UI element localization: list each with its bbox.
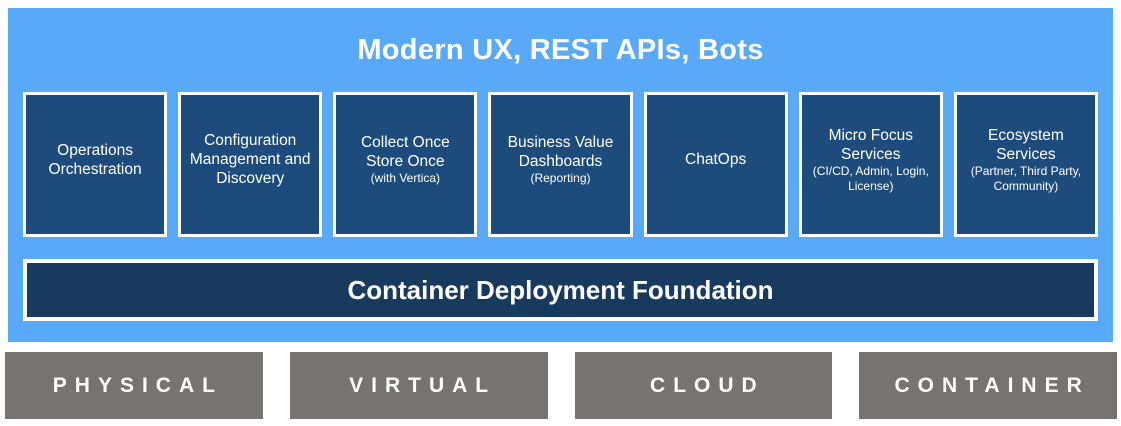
capability-row: Operations Orchestration Configuration M…	[23, 92, 1098, 237]
infrastructure-row: PHYSICAL VIRTUAL CLOUD CONTAINER	[5, 352, 1117, 419]
platform-container: Modern UX, REST APIs, Bots Operations Or…	[8, 8, 1113, 342]
capability-box-business-value-dashboards: Business Value Dashboards (Reporting)	[488, 92, 633, 237]
capability-box-operations-orchestration: Operations Orchestration	[23, 92, 168, 237]
capability-label: Collect Once Store Once	[360, 134, 450, 170]
infrastructure-box-physical: PHYSICAL	[5, 352, 263, 419]
capability-label: Operations Orchestration	[48, 141, 142, 178]
capability-sublabel: (Partner, Third Party, Community)	[970, 163, 1082, 193]
capability-box-ecosystem-services: Ecosystem Services (Partner, Third Party…	[953, 92, 1098, 237]
capability-box-configuration-management: Configuration Management and Discovery	[178, 92, 323, 237]
capability-label: Ecosystem Services	[988, 126, 1064, 163]
capability-sublabel: (CI/CD, Admin, Login, License)	[812, 163, 929, 193]
infrastructure-box-virtual: VIRTUAL	[289, 352, 548, 419]
capability-sublabel: (with Vertica)	[370, 171, 441, 185]
infrastructure-box-container: CONTAINER	[859, 352, 1117, 419]
capability-label: Configuration Management and Discovery	[189, 132, 311, 187]
capability-label: ChatOps	[685, 151, 747, 168]
platform-title: Modern UX, REST APIs, Bots	[357, 33, 764, 66]
foundation-bar: Container Deployment Foundation	[23, 259, 1098, 321]
capability-box-micro-focus-services: Micro Focus Services (CI/CD, Admin, Logi…	[798, 92, 943, 237]
capability-label: Business Value Dashboards	[507, 134, 614, 170]
capability-sublabel: (Reporting)	[530, 171, 591, 185]
infrastructure-box-cloud: CLOUD	[574, 352, 833, 419]
capability-box-chatops: ChatOps	[643, 92, 788, 237]
capability-box-collect-once-store-once: Collect Once Store Once (with Vertica)	[333, 92, 478, 237]
foundation-label: Container Deployment Foundation	[347, 274, 774, 305]
capability-label: Micro Focus Services	[828, 126, 913, 163]
